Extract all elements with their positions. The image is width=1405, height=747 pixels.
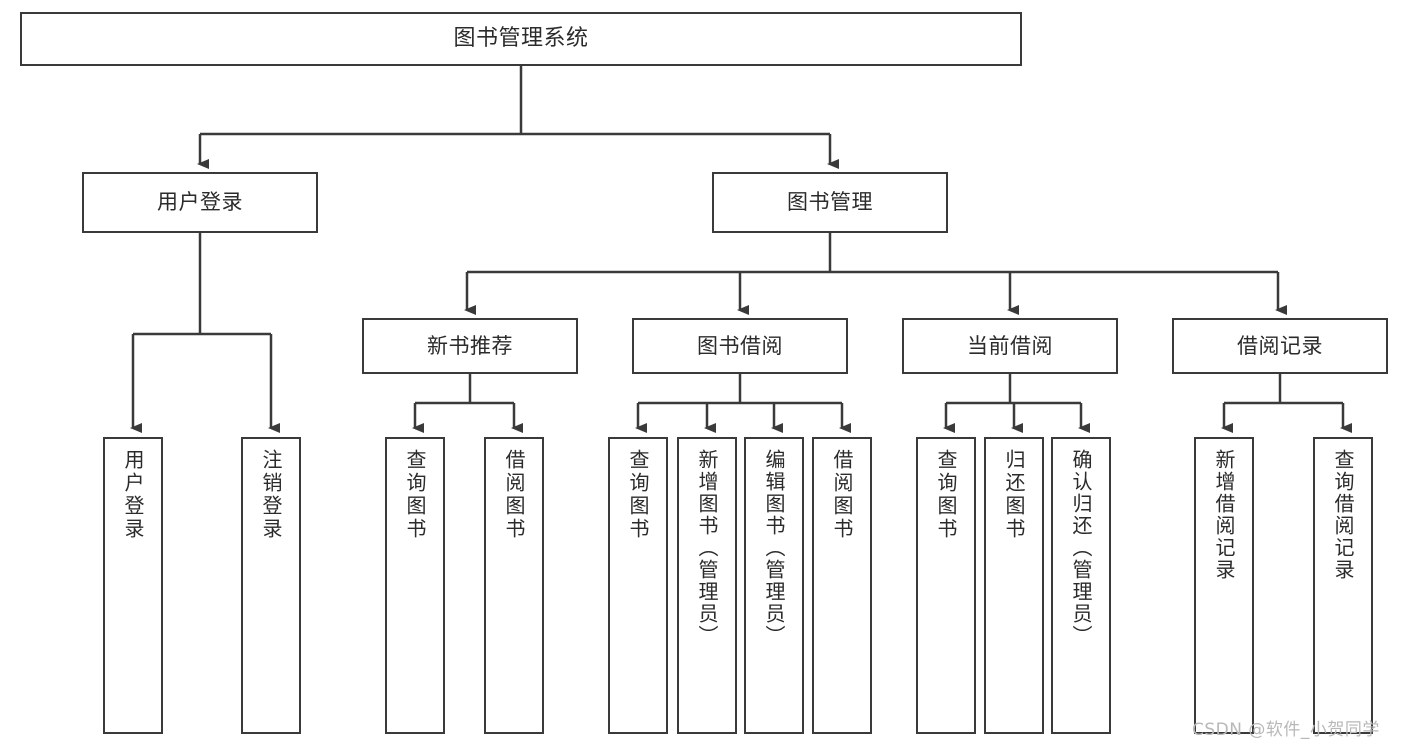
csdn-watermark: CSDN @软件_小贺同学 bbox=[1192, 720, 1380, 740]
node-current-borrow[interactable]: 当前借阅 bbox=[902, 318, 1118, 374]
leaf-return-book[interactable]: 归还图书 bbox=[984, 437, 1044, 734]
node-label: 确认归还（管理员） bbox=[1069, 449, 1093, 647]
node-label: 图书借阅 bbox=[697, 333, 783, 358]
leaf-confirm-return-admin[interactable]: 确认归还（管理员） bbox=[1051, 437, 1111, 734]
node-label: 用户登录 bbox=[157, 190, 243, 215]
node-label: 用户登录 bbox=[121, 449, 145, 541]
leaf-add-book-admin[interactable]: 新增图书（管理员） bbox=[677, 437, 737, 734]
node-label: 新增借阅记录 bbox=[1212, 449, 1236, 581]
node-label: 查询图书 bbox=[626, 449, 650, 541]
node-label: 新增图书（管理员） bbox=[695, 449, 719, 647]
leaf-borrow-book-borrow[interactable]: 借阅图书 bbox=[812, 437, 872, 734]
leaf-query-book-recommend[interactable]: 查询图书 bbox=[385, 437, 445, 734]
leaf-edit-book-admin[interactable]: 编辑图书（管理员） bbox=[744, 437, 804, 734]
node-label: 借阅记录 bbox=[1237, 333, 1323, 358]
node-label: 查询图书 bbox=[934, 449, 958, 541]
node-book-management-system[interactable]: 图书管理系统 bbox=[20, 12, 1022, 66]
node-user-login[interactable]: 用户登录 bbox=[82, 172, 318, 233]
node-label: 借阅图书 bbox=[502, 449, 526, 541]
leaf-logout-login[interactable]: 注销登录 bbox=[241, 437, 301, 734]
node-book-borrow[interactable]: 图书借阅 bbox=[632, 318, 848, 374]
node-borrow-record[interactable]: 借阅记录 bbox=[1172, 318, 1388, 374]
node-label: 注销登录 bbox=[259, 449, 283, 541]
node-label: 借阅图书 bbox=[830, 449, 854, 541]
node-label: 编辑图书（管理员） bbox=[762, 449, 786, 647]
leaf-query-borrow-record[interactable]: 查询借阅记录 bbox=[1313, 437, 1373, 734]
node-label: 查询图书 bbox=[403, 449, 427, 541]
node-label: 图书管理 bbox=[787, 190, 873, 215]
leaf-borrow-book-recommend[interactable]: 借阅图书 bbox=[484, 437, 544, 734]
node-label: 当前借阅 bbox=[967, 333, 1053, 358]
node-label: 查询借阅记录 bbox=[1331, 449, 1355, 581]
node-label: 图书管理系统 bbox=[453, 26, 589, 52]
leaf-query-book-borrow[interactable]: 查询图书 bbox=[608, 437, 668, 734]
leaf-add-borrow-record[interactable]: 新增借阅记录 bbox=[1194, 437, 1254, 734]
node-label: 归还图书 bbox=[1002, 449, 1026, 541]
leaf-query-book-current[interactable]: 查询图书 bbox=[916, 437, 976, 734]
node-new-book-recommend[interactable]: 新书推荐 bbox=[362, 318, 578, 374]
node-label: 新书推荐 bbox=[427, 333, 513, 358]
leaf-user-login[interactable]: 用户登录 bbox=[103, 437, 163, 734]
node-book-management[interactable]: 图书管理 bbox=[712, 172, 948, 233]
